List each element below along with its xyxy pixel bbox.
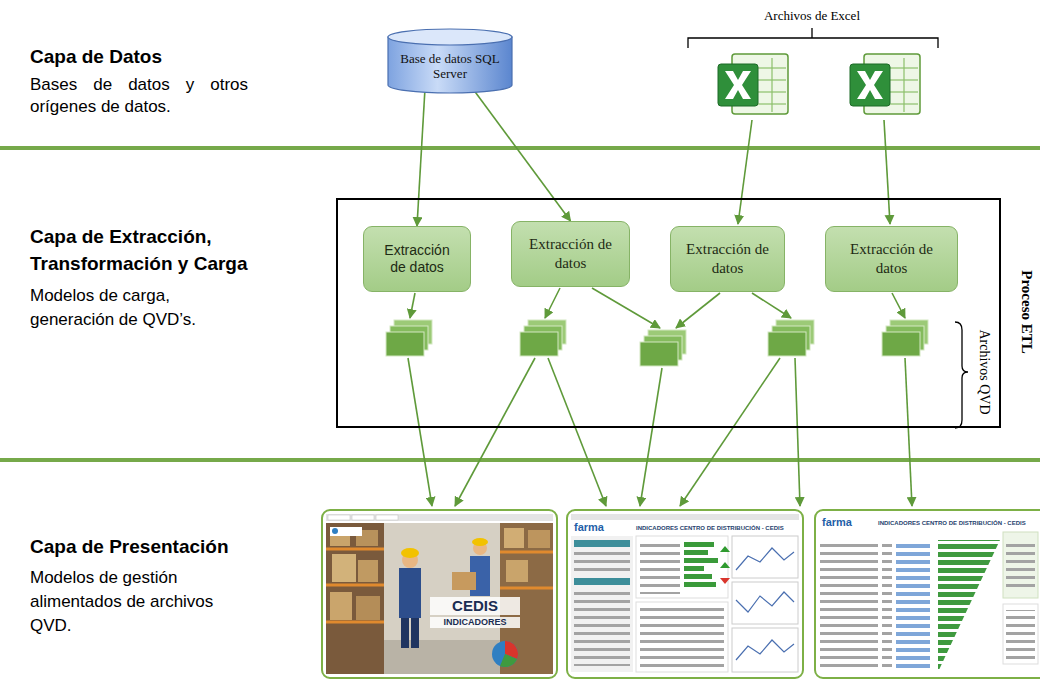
extraction-box: Extracción de datos	[511, 221, 630, 287]
flow-arrow	[475, 92, 570, 221]
node-text: Base de datos SQL Server	[398, 52, 502, 82]
database-cylinder: Base de datos SQL Server	[387, 28, 513, 94]
layer-description: Modelos de carga, generación de QVD’s.	[30, 284, 240, 332]
screenshot-subtitle: INDICADORES	[430, 617, 520, 628]
layer-divider	[0, 458, 1040, 462]
extraction-box: Extracción de datos	[670, 226, 785, 292]
node-text: Extracción de datos	[376, 242, 458, 277]
layer-description: Bases de datos y otros orígenes de datos…	[30, 74, 248, 118]
qvd-file-stack	[640, 330, 686, 366]
dashboard-indicators-screenshot	[567, 510, 803, 678]
screenshot-title: INDICADORES CENTRO DE DISTRIBUCIÓN - CED…	[878, 520, 1026, 527]
flow-arrow	[417, 92, 425, 226]
dashboard-cover-screenshot	[322, 510, 557, 678]
qvd-brace	[955, 322, 968, 428]
node-text: Proceso ETL	[1019, 270, 1036, 353]
etl-process-frame: Proceso ETLExtracción de datosExtracción…	[336, 198, 1001, 428]
cylinder-body: Base de datos SQL Server	[387, 28, 513, 94]
node-text: Extracción de datos	[686, 240, 770, 278]
node-text: Extracción de datos	[529, 235, 613, 273]
layer-description: Modelos de gestión alimentados de archiv…	[30, 566, 240, 637]
dashboard-ranking-screenshot	[815, 510, 1040, 678]
flow-arrows	[408, 120, 912, 506]
group-label: Archivos de Excel	[732, 8, 892, 24]
qvd-file-stack	[520, 320, 566, 356]
screenshot-logo: farma	[574, 521, 604, 534]
layer-divider	[0, 146, 1040, 150]
excel-icon	[850, 54, 920, 114]
qvd-file-stack	[882, 320, 928, 356]
extraction-box: Extracción de datos	[363, 226, 471, 292]
qvd-file-stack	[386, 320, 432, 356]
group-label: Archivos QVD	[976, 329, 993, 414]
qvd-file-stack	[768, 320, 814, 356]
layer-heading: Capa de Presentación	[30, 536, 330, 559]
screenshot-title: CEDIS	[430, 597, 520, 615]
node-text: Extracción de datos	[850, 240, 934, 278]
extraction-box: Extracción de datos	[825, 226, 958, 292]
excel-bracket	[688, 28, 938, 48]
screenshot-logo: farma	[822, 516, 852, 529]
layer-heading: Capa de Extracción, Transformación y Car…	[30, 224, 330, 277]
layer-heading: Capa de Datos	[30, 46, 310, 69]
screenshot-title: INDICADORES CENTRO DE DISTRIBUCIÓN - CED…	[636, 525, 784, 532]
excel-icon	[718, 54, 788, 114]
